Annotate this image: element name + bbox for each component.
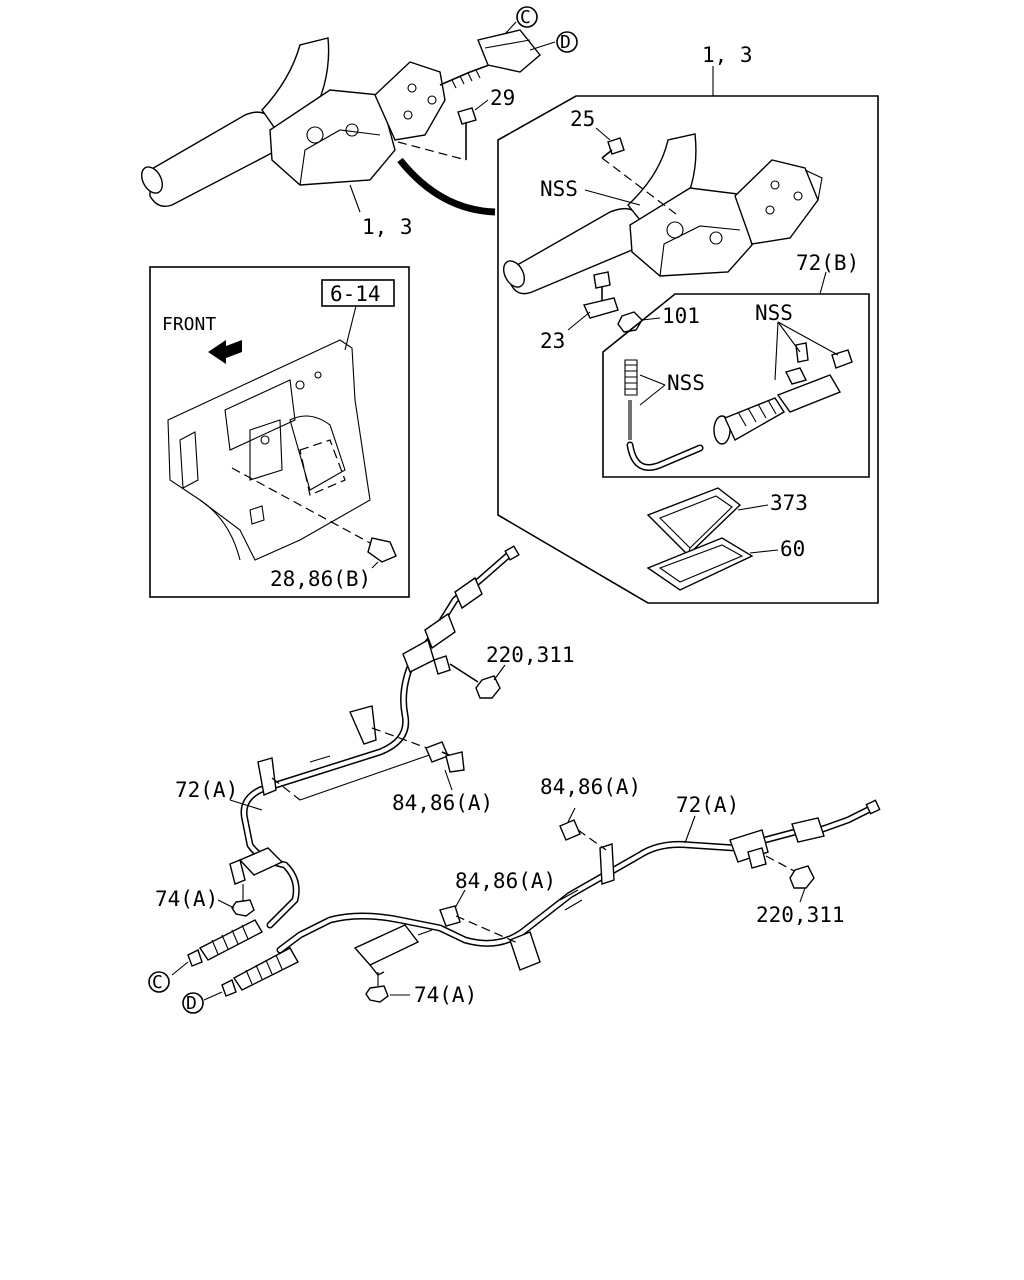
bolt-29-label: 29 (490, 86, 515, 110)
cable-72a-left-label: 72(A) (175, 778, 238, 802)
cable-end-d (221, 947, 299, 997)
bolt-84-86a-right-mid-part (439, 905, 521, 945)
bolt-84-86a-upper-part (425, 741, 465, 773)
bolt-84-86a-right-mid-label: 84,86(A) (455, 869, 556, 893)
circle-c-bottom-marker: C (148, 971, 170, 993)
pin-23-part (583, 271, 619, 319)
circle-d-top: D (560, 32, 571, 53)
boot-373-label: 373 (770, 491, 808, 515)
nut-220-311-upper-label: 220,311 (486, 643, 575, 667)
cable-72b-kit-box (602, 293, 870, 478)
lever-assembly-top-label: 1, 3 (702, 43, 753, 67)
nut-74a-bottom-label: 74(A) (414, 983, 477, 1007)
bolt-84-86a-right-top-label: 84,86(A) (540, 775, 641, 799)
nss-rod-label: NSS (667, 371, 705, 395)
seal-60-part (646, 537, 754, 591)
seal-60-label: 60 (780, 537, 805, 561)
ref-box-label: 6-14 (330, 282, 381, 306)
threaded-rod-part (624, 359, 704, 471)
nut-74a-left-label: 74(A) (155, 887, 218, 911)
lever-assembly-bottom-label: 1, 3 (362, 215, 413, 239)
circle-c-top-marker: C (516, 6, 538, 28)
detail-arrow (397, 157, 496, 216)
bolt-nut-220-311-upper (433, 655, 501, 699)
nss-kit-label: NSS (755, 301, 793, 325)
circle-d-bottom-marker: D (182, 992, 204, 1014)
bolt-29-part (457, 107, 477, 160)
front-arrow-icon (208, 340, 242, 364)
bolt-84-86a-right-top-part (559, 819, 607, 851)
cable-72a-left (229, 545, 520, 929)
circle-c-bottom: C (152, 972, 163, 993)
nut-220-311-lower-label: 220,311 (756, 903, 845, 927)
pin-23-label: 23 (540, 329, 565, 353)
circle-d-bottom: D (186, 993, 197, 1014)
nss-lever-label: NSS (540, 177, 578, 201)
lever-assembly-main (140, 29, 541, 208)
bolt-28-86b-label: 28,86(B) (270, 567, 371, 591)
screw-25-part (601, 137, 625, 159)
front-label: FRONT (162, 314, 216, 335)
nut-74a-left-part (231, 884, 255, 917)
cable-72a-right-label: 72(A) (676, 793, 739, 817)
body-reference-inset: 6-14 FRONT 28,86(B) (149, 266, 410, 598)
screw-25-label: 25 (570, 107, 595, 131)
lever-assembly-detail (502, 133, 823, 295)
nut-101-part (617, 311, 643, 333)
bolt-84-86a-upper-label: 84,86(A) (392, 791, 493, 815)
cable-end-fitting-part (713, 342, 853, 445)
cable-72a-right (276, 799, 881, 976)
nut-220-311-lower-part (765, 855, 815, 889)
nut-101-label: 101 (662, 304, 700, 328)
cable-end-c (187, 919, 263, 967)
circle-c-top: C (520, 7, 531, 28)
detail-box (497, 95, 879, 604)
circle-d-top-marker: D (556, 31, 578, 53)
cable-72b-label: 72(B) (796, 251, 859, 275)
nut-74a-bottom-part (365, 972, 389, 1003)
